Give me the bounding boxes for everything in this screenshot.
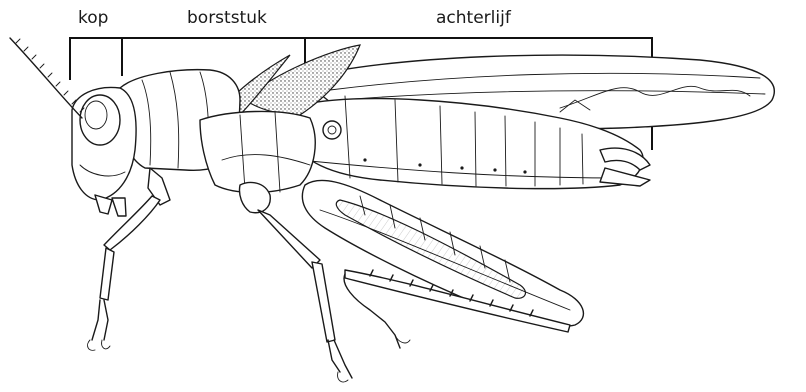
spiracle (493, 168, 496, 171)
head (72, 87, 136, 216)
spiracle (418, 163, 421, 166)
spiracle (363, 158, 366, 161)
label-borststuk: borststuk (187, 8, 267, 28)
spiracle (460, 166, 463, 169)
hind-leg (302, 180, 583, 348)
label-kop: kop (78, 8, 108, 28)
label-achterlijf: achterlijf (436, 8, 512, 28)
bracket-kop (70, 38, 122, 80)
mouthparts (95, 195, 126, 216)
spiracle (523, 170, 526, 173)
tympanum (323, 121, 341, 139)
